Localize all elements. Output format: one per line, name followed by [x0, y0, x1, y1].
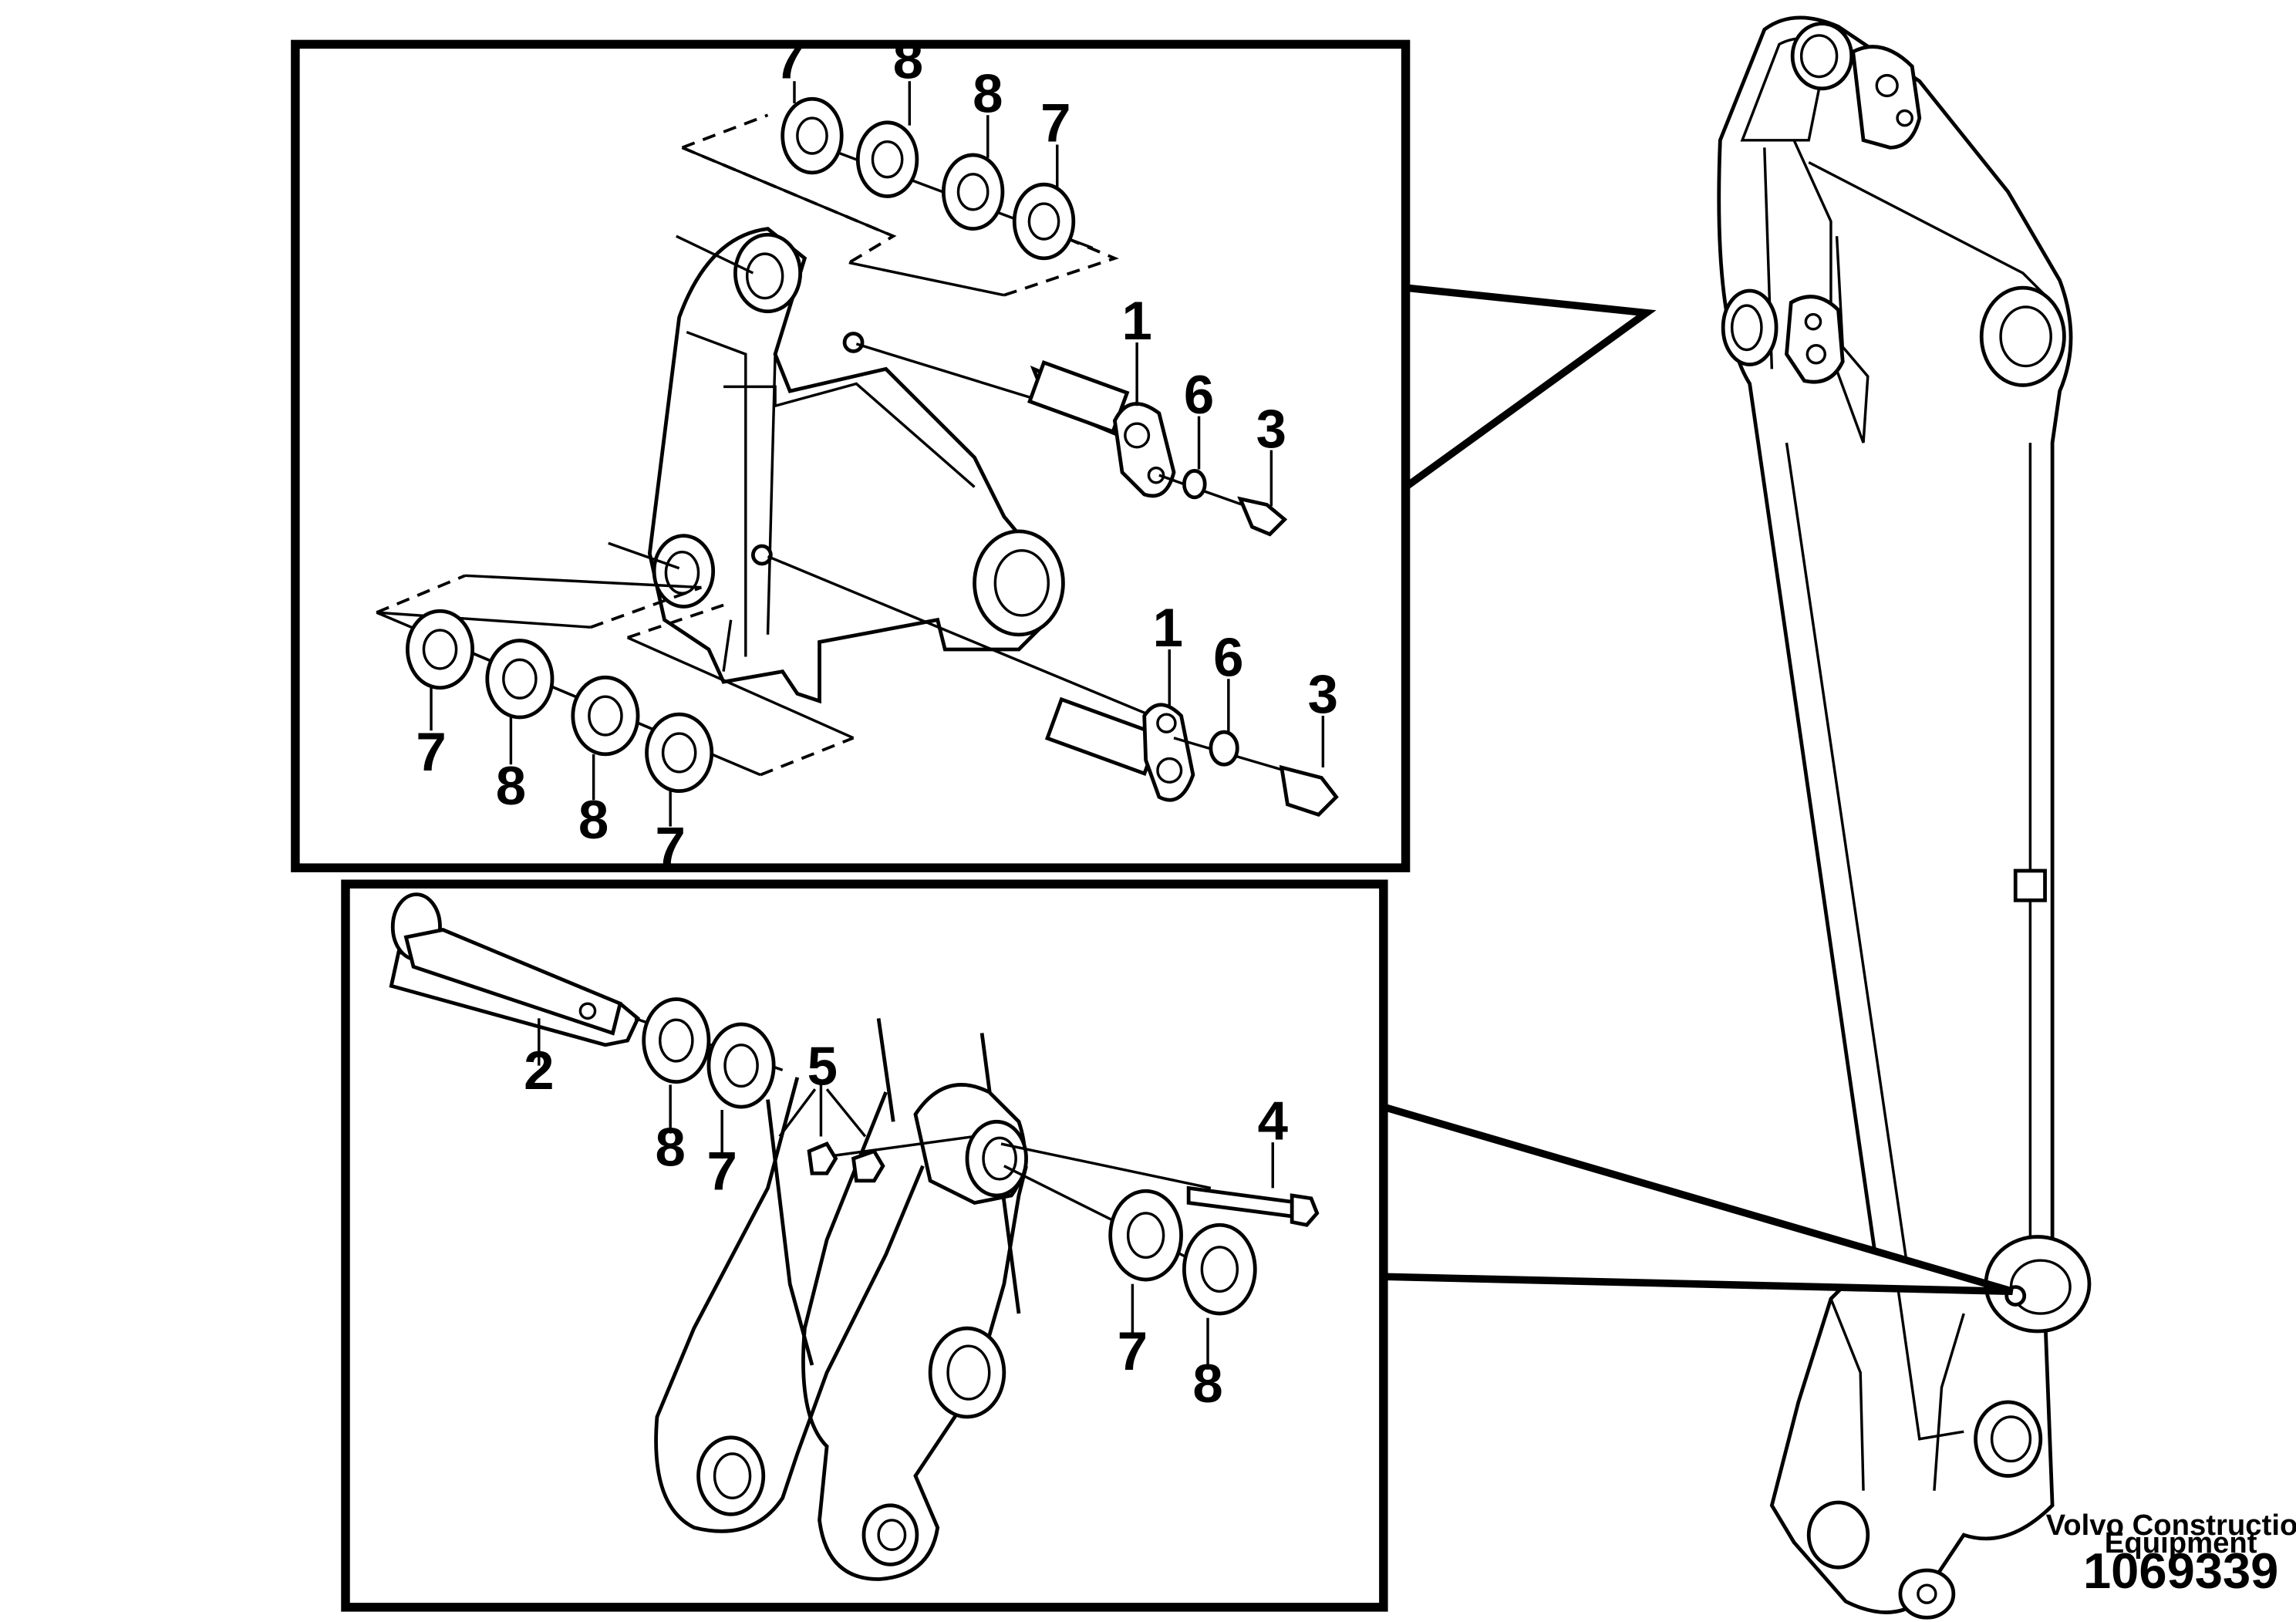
footer: Volvo Construction Equipment 1069339: [2046, 1509, 2296, 1599]
callout-4: 4: [1258, 1091, 1288, 1152]
top-detail-drawing: [376, 81, 1339, 827]
bottom-detail-drawing: [389, 892, 1320, 1581]
callout-7: 7: [706, 1141, 737, 1202]
callout-8: 8: [973, 63, 1003, 124]
callout-7: 7: [1040, 93, 1070, 154]
callout-1: 1: [1121, 291, 1151, 352]
callout-1: 1: [1153, 598, 1183, 659]
bottom-callout-pointer: [1380, 1101, 2014, 1296]
callout-8: 8: [496, 756, 526, 817]
callout-7: 7: [655, 816, 685, 877]
callout-7: 7: [775, 29, 805, 90]
company-name-line2: Equipment: [2105, 1526, 2257, 1560]
bottom-detail-callouts: 2 8 7 5 4 7 8: [524, 1036, 1288, 1414]
drawing-number: 1069339: [2083, 1543, 2278, 1599]
callout-6: 6: [1184, 365, 1214, 426]
company-name-line1: Volvo Construction: [2046, 1509, 2296, 1542]
callout-7: 7: [416, 722, 446, 783]
callout-8: 8: [893, 29, 923, 90]
top-callout-pointer: [1401, 283, 1657, 494]
callout-8: 8: [655, 1118, 685, 1179]
top-detail-frame: [291, 39, 1411, 872]
callout-5: 5: [807, 1036, 838, 1097]
callout-7: 7: [1118, 1321, 1148, 1382]
callout-3: 3: [1308, 664, 1338, 725]
callout-6: 6: [1213, 627, 1243, 688]
callout-8: 8: [1192, 1354, 1222, 1415]
callout-8: 8: [578, 790, 609, 851]
arm-overview: [1717, 15, 2092, 1620]
callout-3: 3: [1256, 399, 1286, 460]
callout-2: 2: [524, 1040, 554, 1101]
top-detail-callouts: 7 8 8 7 1 6 3 1 6 3 7 8 8 7: [416, 29, 1338, 877]
